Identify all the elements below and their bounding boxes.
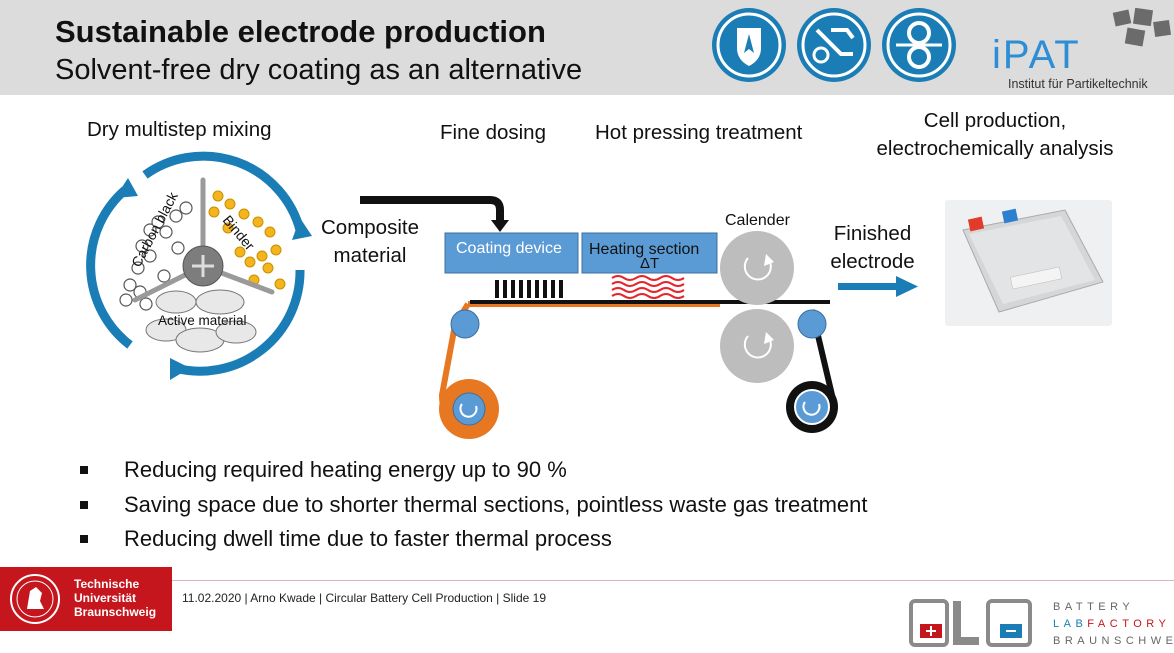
label-cell-production-2: electrochemically analysis <box>876 137 1114 160</box>
label-coating-device: Coating device <box>456 240 562 257</box>
label-calender: Calender <box>725 212 790 229</box>
university-name: Technische Universität Braunschweig <box>74 577 157 619</box>
label-composite-2: material <box>333 244 407 267</box>
rollers-seal-icon <box>882 8 956 82</box>
slide-title: Sustainable electrode production <box>55 14 546 49</box>
ipat-logo: iPAT Institut für Partikeltechnik <box>990 5 1174 91</box>
label-delta-t: ΔT <box>640 255 660 272</box>
label-hot-pressing: Hot pressing treatment <box>595 121 803 144</box>
bullet-icon <box>80 535 88 543</box>
label-finished-1: Finished <box>833 222 912 245</box>
label-dry-mixing: Dry multistep mixing <box>87 118 272 141</box>
header-bar <box>0 0 1174 95</box>
label-active-material: Active material <box>158 313 247 328</box>
tu-braunschweig-logo <box>0 567 172 631</box>
label-composite-1: Composite <box>321 216 419 239</box>
label-heating-section: Heating section <box>589 241 700 258</box>
ipat-logo-text: iPAT <box>992 33 1081 77</box>
footer-info: 11.02.2020 | Arno Kwade | Circular Batte… <box>182 591 546 605</box>
pouch-cell-photo <box>945 200 1112 326</box>
institute-name: Institut für Partikeltechnik <box>1008 77 1148 91</box>
blb-logo <box>908 598 1038 650</box>
machine-seal-icon <box>797 8 871 82</box>
bullet-icon <box>80 500 88 509</box>
footer-divider <box>172 580 1174 581</box>
mixer-graphic <box>86 151 312 380</box>
label-cell-production-1: Cell production, <box>923 109 1067 132</box>
shield-seal-icon <box>712 8 786 82</box>
label-finished-2: electrode <box>830 250 915 273</box>
blb-text: BATTERY LABFACTORY BRAUNSCHWEIG <box>1053 601 1174 647</box>
label-fine-dosing: Fine dosing <box>440 121 546 144</box>
slide-subtitle: Solvent-free dry coating as an alternati… <box>55 54 583 86</box>
bullet-icon <box>80 466 88 474</box>
